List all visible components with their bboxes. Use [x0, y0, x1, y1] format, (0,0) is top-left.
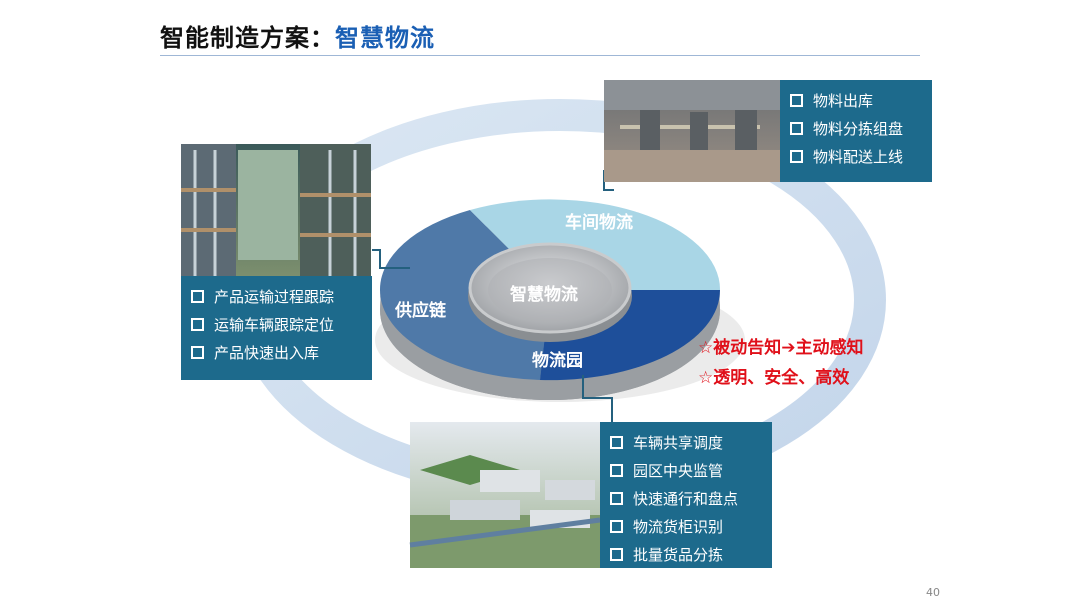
arrow-right-icon: ➔	[781, 338, 796, 358]
list-item: 批量货品分拣	[610, 540, 762, 568]
checkbox-icon	[790, 93, 803, 107]
list-item: 物料出库	[790, 86, 922, 114]
list-item: 产品运输过程跟踪	[191, 282, 362, 310]
checkbox-icon	[191, 289, 204, 303]
connector-supply	[372, 249, 410, 269]
checkbox-icon	[610, 491, 623, 505]
ring-label-workshop: 车间物流	[565, 213, 633, 233]
page-number: 40	[926, 586, 940, 599]
photo-park	[409, 422, 601, 568]
panel-workshop: 物料出库 物料分拣组盘 物料配送上线	[780, 80, 932, 182]
panel-park: 车辆共享调度 园区中央监管 快速通行和盘点 物流货柜识别 批量货品分拣	[600, 422, 772, 568]
checkbox-icon	[790, 149, 803, 163]
checkbox-icon	[790, 121, 803, 135]
highlight-line-2: ☆透明、安全、高效	[698, 368, 850, 388]
title-highlight: 智慧物流	[335, 24, 435, 52]
photo-workshop	[604, 80, 780, 182]
star-icon: ☆	[698, 368, 714, 388]
checkbox-icon	[610, 547, 623, 561]
checkbox-icon	[191, 345, 204, 359]
list-item: 快速通行和盘点	[610, 484, 762, 512]
list-item: 物料配送上线	[790, 142, 922, 170]
star-icon: ☆	[698, 338, 714, 358]
ring-label-center: 智慧物流	[510, 285, 578, 305]
panel-supply: 产品运输过程跟踪 运输车辆跟踪定位 产品快速出入库	[181, 276, 372, 380]
checkbox-icon	[610, 435, 623, 449]
highlight-line-1: ☆被动告知➔主动感知	[698, 338, 864, 358]
checkbox-icon	[191, 317, 204, 331]
ring-label-park: 物流园	[532, 351, 583, 371]
checkbox-icon	[610, 519, 623, 533]
page-title: 智能制造方案：智慧物流	[160, 18, 435, 53]
list-item: 运输车辆跟踪定位	[191, 310, 362, 338]
title-underline	[160, 55, 920, 56]
checkbox-icon	[610, 463, 623, 477]
connector-park	[582, 375, 613, 422]
photo-warehouse	[181, 144, 371, 276]
list-item: 物流货柜识别	[610, 512, 762, 540]
list-item: 产品快速出入库	[191, 338, 362, 366]
list-item: 物料分拣组盘	[790, 114, 922, 142]
list-item: 园区中央监管	[610, 456, 762, 484]
title-prefix: 智能制造方案：	[160, 24, 335, 52]
ring-label-supply: 供应链	[395, 301, 446, 321]
list-item: 车辆共享调度	[610, 428, 762, 456]
